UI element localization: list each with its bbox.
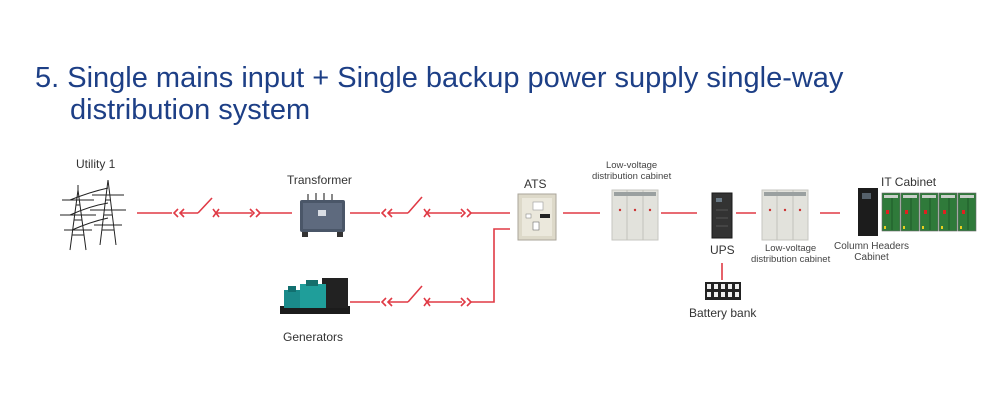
low-voltage-cabinet-2-icon — [761, 189, 809, 241]
generator-icon — [280, 278, 350, 314]
it-rack — [957, 192, 977, 232]
low-voltage-cabinet-icon — [611, 189, 659, 241]
ups-label: UPS — [710, 243, 735, 257]
lv-cabinet-2-label-line1: Low-voltage — [764, 243, 817, 254]
ats-label: ATS — [524, 177, 547, 191]
title-line-1: 5. Single mains input + Single backup po… — [35, 62, 844, 94]
power-tower-icon — [60, 179, 126, 251]
column-headers-label-line2: Cabinet — [854, 252, 889, 263]
ups-icon — [711, 192, 733, 239]
title-line-2: distribution system — [70, 94, 311, 126]
generators-label: Generators — [283, 330, 344, 344]
column-headers-label: Column Headers Cabinet — [834, 241, 909, 263]
lv-cabinet-1-label: Low-voltage distribution cabinet — [592, 160, 671, 182]
transformer-ats-line — [350, 196, 510, 218]
it-rack — [919, 192, 939, 232]
it-cabinet-label: IT Cabinet — [881, 175, 937, 189]
column-headers-label-line1: Column Headers — [834, 241, 910, 252]
lv-cabinet-1-label-line1: Low-voltage — [605, 160, 658, 171]
lv-cabinet-1-label-line2: distribution cabinet — [592, 171, 672, 182]
it-rack — [900, 192, 920, 232]
transformer-icon — [300, 193, 345, 237]
it-cabinet-icon — [881, 192, 977, 232]
transformer-label: Transformer — [287, 173, 352, 187]
it-rack — [938, 192, 958, 232]
page-title: 5. Single mains input + Single backup po… — [35, 62, 843, 126]
utility-transformer-line — [137, 197, 292, 218]
it-rack — [881, 192, 901, 232]
battery-label: Battery bank — [689, 306, 757, 320]
utility-label: Utility 1 — [76, 157, 116, 171]
generator-ats-line — [350, 228, 510, 307]
lv-cabinet-2-label: Low-voltage distribution cabinet — [751, 243, 830, 265]
battery-bank-icon — [705, 282, 741, 300]
lv-cabinet-2-label-line2: distribution cabinet — [751, 254, 831, 265]
column-headers-cabinet-icon — [858, 188, 878, 236]
ats-icon — [517, 193, 557, 241]
